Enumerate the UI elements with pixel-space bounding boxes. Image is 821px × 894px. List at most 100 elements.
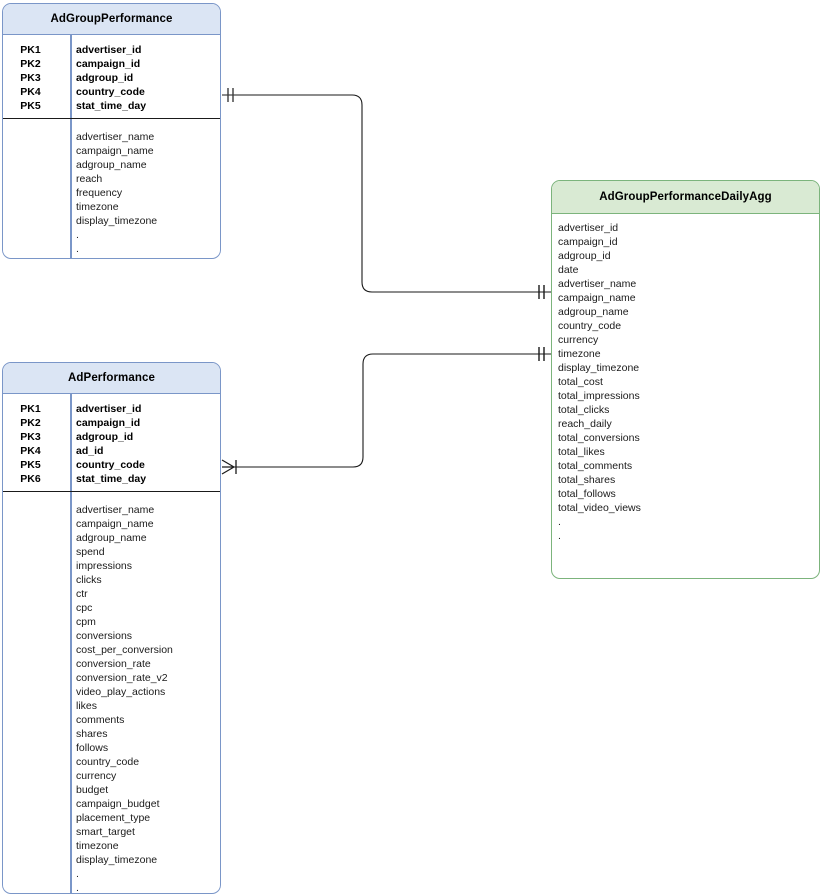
entity-adgroup-performance-daily-agg[interactable]: AdGroupPerformanceDailyAgg advertiser_id… [551, 180, 820, 579]
entity-body-adgroup-performance: PK1 PK2 PK3 PK4 PK5 advertiser_id campai… [3, 35, 220, 258]
attribute-field: display_timezone [558, 362, 640, 374]
attribute-field: total_conversions [558, 432, 640, 444]
entity-body-ad-performance: PK1 PK2 PK3 PK4 PK5 PK6 advertiser_id ca… [3, 394, 220, 893]
key-attribute-divider [3, 491, 220, 493]
attribute-field: reach [76, 173, 103, 185]
attribute-field: adgroup_name [76, 159, 147, 171]
pk-field: adgroup_id [76, 431, 134, 443]
attribute-field: campaign_id [558, 236, 618, 248]
cardinality-one-and-only-one-left [227, 88, 234, 102]
attribute-field: total_follows [558, 488, 616, 500]
attribute-list-adgroup-performance: advertiser_name campaign_name adgroup_na… [72, 130, 218, 256]
pk-field: stat_time_day [76, 473, 147, 485]
attribute-field: smart_target [76, 826, 135, 838]
pk-field: campaign_id [76, 58, 141, 70]
pk-field: stat_time_day [76, 100, 147, 112]
attribute-field: ctr [76, 588, 88, 600]
pk-field: advertiser_id [76, 403, 142, 415]
attribute-field: advertiser_id [558, 222, 619, 234]
key-attribute-divider [3, 118, 220, 120]
attribute-field: clicks [76, 574, 102, 586]
attribute-field: timezone [558, 348, 601, 360]
attribute-field: timezone [76, 201, 119, 213]
attribute-field: cost_per_conversion [76, 644, 173, 656]
attribute-field: total_clicks [558, 404, 610, 416]
attribute-field: . [76, 243, 79, 255]
attribute-field: adgroup_name [558, 306, 629, 318]
attribute-field: total_comments [558, 460, 633, 472]
cardinality-one-and-only-one-right-top [538, 285, 545, 299]
pk-label: PK3 [20, 72, 41, 84]
attribute-field: campaign_name [76, 145, 154, 157]
cardinality-many-left [221, 459, 237, 475]
attribute-field: likes [76, 700, 98, 712]
entity-title-adgroup-performance-daily-agg: AdGroupPerformanceDailyAgg [552, 181, 819, 214]
pk-field-list-ad-performance: advertiser_id campaign_id adgroup_id ad_… [72, 402, 218, 486]
entity-ad-performance[interactable]: AdPerformance PK1 PK2 PK3 PK4 PK5 PK6 ad… [2, 362, 221, 894]
attribute-field: . [76, 882, 79, 894]
attribute-field: placement_type [76, 812, 151, 824]
attribute-field: country_code [558, 320, 622, 332]
attribute-field: adgroup_name [76, 532, 147, 544]
pk-field-list-adgroup-performance: advertiser_id campaign_id adgroup_id cou… [72, 43, 218, 113]
attribute-field: country_code [76, 756, 140, 768]
entity-title-ad-performance: AdPerformance [3, 363, 220, 394]
attribute-list-ad-performance: advertiser_name campaign_name adgroup_na… [72, 503, 218, 894]
attribute-field: comments [76, 714, 125, 726]
attribute-field: shares [76, 728, 108, 740]
pk-column-divider [70, 394, 72, 893]
attribute-field: adgroup_id [558, 250, 611, 262]
relationship-ad-to-agg [221, 347, 551, 475]
pk-label: PK6 [20, 473, 41, 485]
attribute-field: cpm [76, 616, 96, 628]
pk-label: PK2 [20, 58, 41, 70]
attribute-field: campaign_budget [76, 798, 160, 810]
entity-adgroup-performance[interactable]: AdGroupPerformance PK1 PK2 PK3 PK4 PK5 a… [2, 3, 221, 259]
pk-label-list-adgroup-performance: PK1 PK2 PK3 PK4 PK5 [3, 43, 70, 113]
attribute-field: campaign_name [76, 518, 154, 530]
pk-label: PK2 [20, 417, 41, 429]
pk-label: PK1 [20, 403, 41, 415]
attribute-field: advertiser_name [558, 278, 637, 290]
pk-field: adgroup_id [76, 72, 134, 84]
cardinality-one-and-only-one-right-bottom [538, 347, 545, 361]
attribute-field: reach_daily [558, 418, 612, 430]
attribute-field: total_impressions [558, 390, 640, 402]
attribute-field: . [76, 229, 79, 241]
attribute-field: total_video_views [558, 502, 641, 514]
attribute-field: currency [76, 770, 117, 782]
pk-label-list-ad-performance: PK1 PK2 PK3 PK4 PK5 PK6 [3, 402, 70, 486]
attribute-field: impressions [76, 560, 133, 572]
attribute-field: total_likes [558, 446, 605, 458]
pk-field: campaign_id [76, 417, 141, 429]
attribute-field: advertiser_name [76, 504, 155, 516]
pk-field: country_code [76, 459, 145, 471]
attribute-field: follows [76, 742, 109, 754]
attribute-field: conversion_rate_v2 [76, 672, 168, 684]
attribute-field: conversions [76, 630, 133, 642]
pk-label: PK3 [20, 431, 41, 443]
entity-body-adgroup-performance-daily-agg: advertiser_id campaign_id adgroup_id dat… [552, 214, 819, 578]
attribute-field: total_shares [558, 474, 616, 486]
attribute-field: display_timezone [76, 854, 158, 866]
attribute-field: cpc [76, 602, 93, 614]
attribute-field: . [558, 516, 561, 528]
pk-field: country_code [76, 86, 145, 98]
attribute-field: spend [76, 546, 105, 558]
pk-column-divider [70, 35, 72, 258]
attribute-field: frequency [76, 187, 123, 199]
attribute-list-adgroup-performance-daily-agg: advertiser_id campaign_id adgroup_id dat… [558, 221, 815, 543]
attribute-field: currency [558, 334, 599, 346]
attribute-field: date [558, 264, 579, 276]
attribute-field: conversion_rate [76, 658, 151, 670]
attribute-field: . [76, 868, 79, 880]
attribute-field: . [558, 530, 561, 542]
pk-label: PK1 [20, 44, 41, 56]
attribute-field: campaign_name [558, 292, 636, 304]
attribute-field: timezone [76, 840, 119, 852]
pk-field: advertiser_id [76, 44, 142, 56]
entity-title-adgroup-performance: AdGroupPerformance [3, 4, 220, 35]
pk-field: ad_id [76, 445, 104, 457]
attribute-field: display_timezone [76, 215, 158, 227]
